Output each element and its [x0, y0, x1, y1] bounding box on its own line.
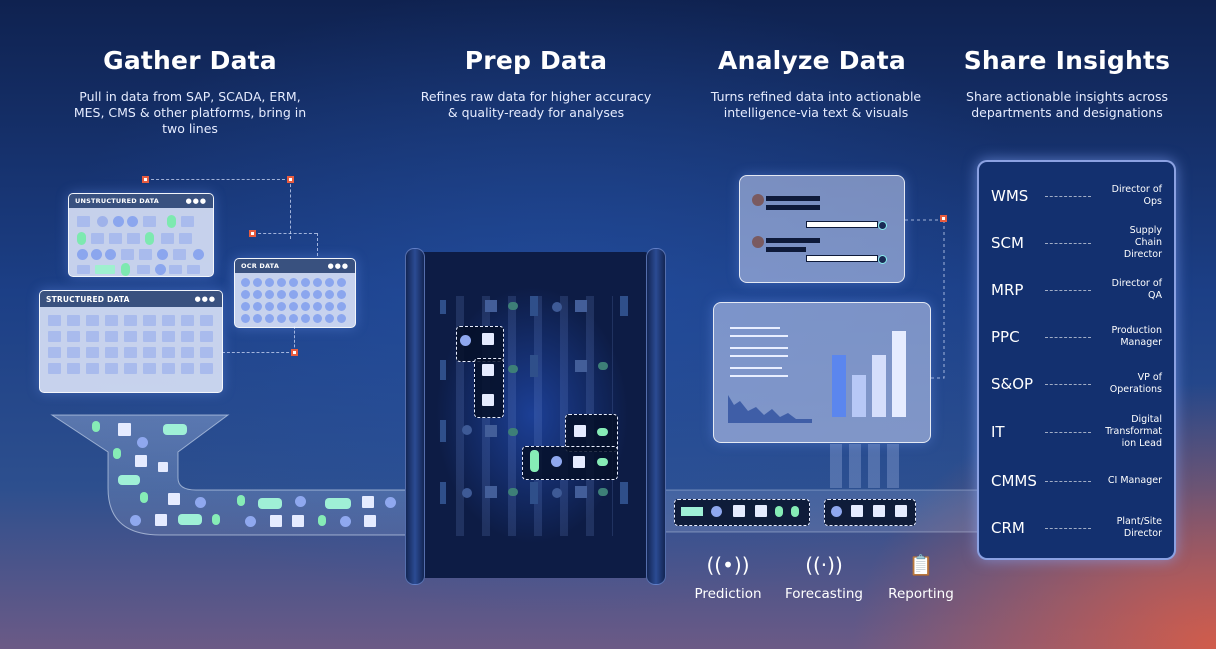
window-title: STRUCTURED DATA — [46, 294, 130, 304]
lightbulb-signal-icon: ((•)) — [706, 553, 750, 577]
role-label: Director of QA — [1111, 278, 1162, 301]
reply-avatar — [878, 221, 887, 230]
share-insights-card: WMS Director of Ops SCM Supply Chain Direc… — [977, 160, 1176, 560]
window-menu-icon: ●●● — [194, 295, 216, 303]
chart-shadow — [830, 444, 900, 488]
share-row: CRM Plant/Site Director — [991, 508, 1162, 548]
system-code: MRP — [991, 281, 1024, 299]
system-code: CRM — [991, 519, 1025, 537]
window-title: OCR DATA — [241, 262, 280, 270]
connector-node — [940, 215, 947, 222]
role-label: CI Manager — [1107, 475, 1162, 486]
window-title: UNSTRUCTURED DATA — [75, 197, 159, 205]
share-description: Share actionable insights across departm… — [966, 89, 1168, 120]
system-code: CMMS — [991, 472, 1037, 490]
chat-insights-window — [739, 175, 905, 283]
visual-report-window — [713, 302, 931, 443]
role-label: Production Manager — [1111, 325, 1162, 348]
feature-forecasting: ((·)) Forecasting — [779, 552, 869, 602]
window-menu-icon: ●●● — [185, 197, 207, 205]
connector-line — [294, 326, 295, 352]
output-strip — [674, 499, 810, 526]
unstructured-data-window: UNSTRUCTURED DATA ●●● — [68, 193, 214, 277]
connector-node — [249, 230, 256, 237]
share-title: Share Insights — [963, 46, 1171, 75]
ocr-grid — [235, 273, 355, 328]
ocr-data-window: OCR DATA ●●● — [234, 258, 356, 328]
analyze-description: Turns refined data into actionable intel… — [710, 89, 922, 120]
share-row: CMMS CI Manager — [991, 461, 1162, 501]
feature-label: Forecasting — [784, 586, 863, 602]
system-code: S&OP — [991, 375, 1034, 393]
gather-title: Gather Data — [103, 46, 277, 75]
analyze-title: Analyze Data — [718, 46, 906, 75]
share-row: SCM Supply Chain Director — [991, 223, 1162, 263]
role-label: VP of Operations — [1109, 372, 1162, 395]
prep-description: Refines raw data for higher accuracy & q… — [420, 89, 652, 120]
connector-line — [317, 233, 318, 261]
structured-data-window: STRUCTURED DATA ●●● — [39, 290, 223, 393]
share-row: S&OP VP of Operations — [991, 364, 1162, 404]
connector-node — [291, 349, 298, 356]
output-strip — [824, 499, 916, 526]
connector-line — [253, 233, 317, 234]
area-sparkline — [728, 395, 812, 423]
system-code: WMS — [991, 187, 1029, 205]
feature-reporting: 📋 Reporting — [876, 552, 966, 602]
share-row: PPC Production Manager — [991, 317, 1162, 357]
share-row: MRP Director of QA — [991, 270, 1162, 310]
prep-title: Prep Data — [464, 46, 608, 75]
window-menu-icon: ●●● — [327, 262, 349, 270]
clipboard-icon: 📋 — [908, 553, 934, 577]
role-label: Digital Transformat ion Lead — [1105, 414, 1162, 449]
avatar — [752, 194, 764, 206]
drum-roller-left — [405, 248, 425, 585]
drum-roller-right — [646, 248, 666, 585]
feature-label: Prediction — [694, 586, 762, 602]
feature-label: Reporting — [888, 586, 954, 602]
reply-avatar — [878, 255, 887, 264]
feature-prediction: ((•)) Prediction — [683, 552, 773, 602]
share-row: IT Digital Transformat ion Lead — [991, 412, 1162, 452]
share-row: WMS Director of Ops — [991, 176, 1162, 216]
role-label: Supply Chain Director — [1123, 225, 1162, 260]
connector-line — [290, 179, 291, 239]
structured-grid — [40, 307, 222, 382]
role-label: Director of Ops — [1111, 184, 1162, 207]
gather-description: Pull in data from SAP, SCADA, ERM, MES, … — [73, 89, 307, 136]
connector-node — [142, 176, 149, 183]
avatar — [752, 236, 764, 248]
system-code: PPC — [991, 328, 1020, 346]
connector-line — [222, 352, 294, 353]
system-code: SCM — [991, 234, 1024, 252]
unstructured-grid — [69, 208, 213, 276]
connector-node — [287, 176, 294, 183]
broadcast-icon: ((·)) — [805, 553, 843, 577]
system-code: IT — [991, 423, 1005, 441]
connector-line — [146, 179, 290, 180]
role-label: Plant/Site Director — [1116, 516, 1162, 539]
